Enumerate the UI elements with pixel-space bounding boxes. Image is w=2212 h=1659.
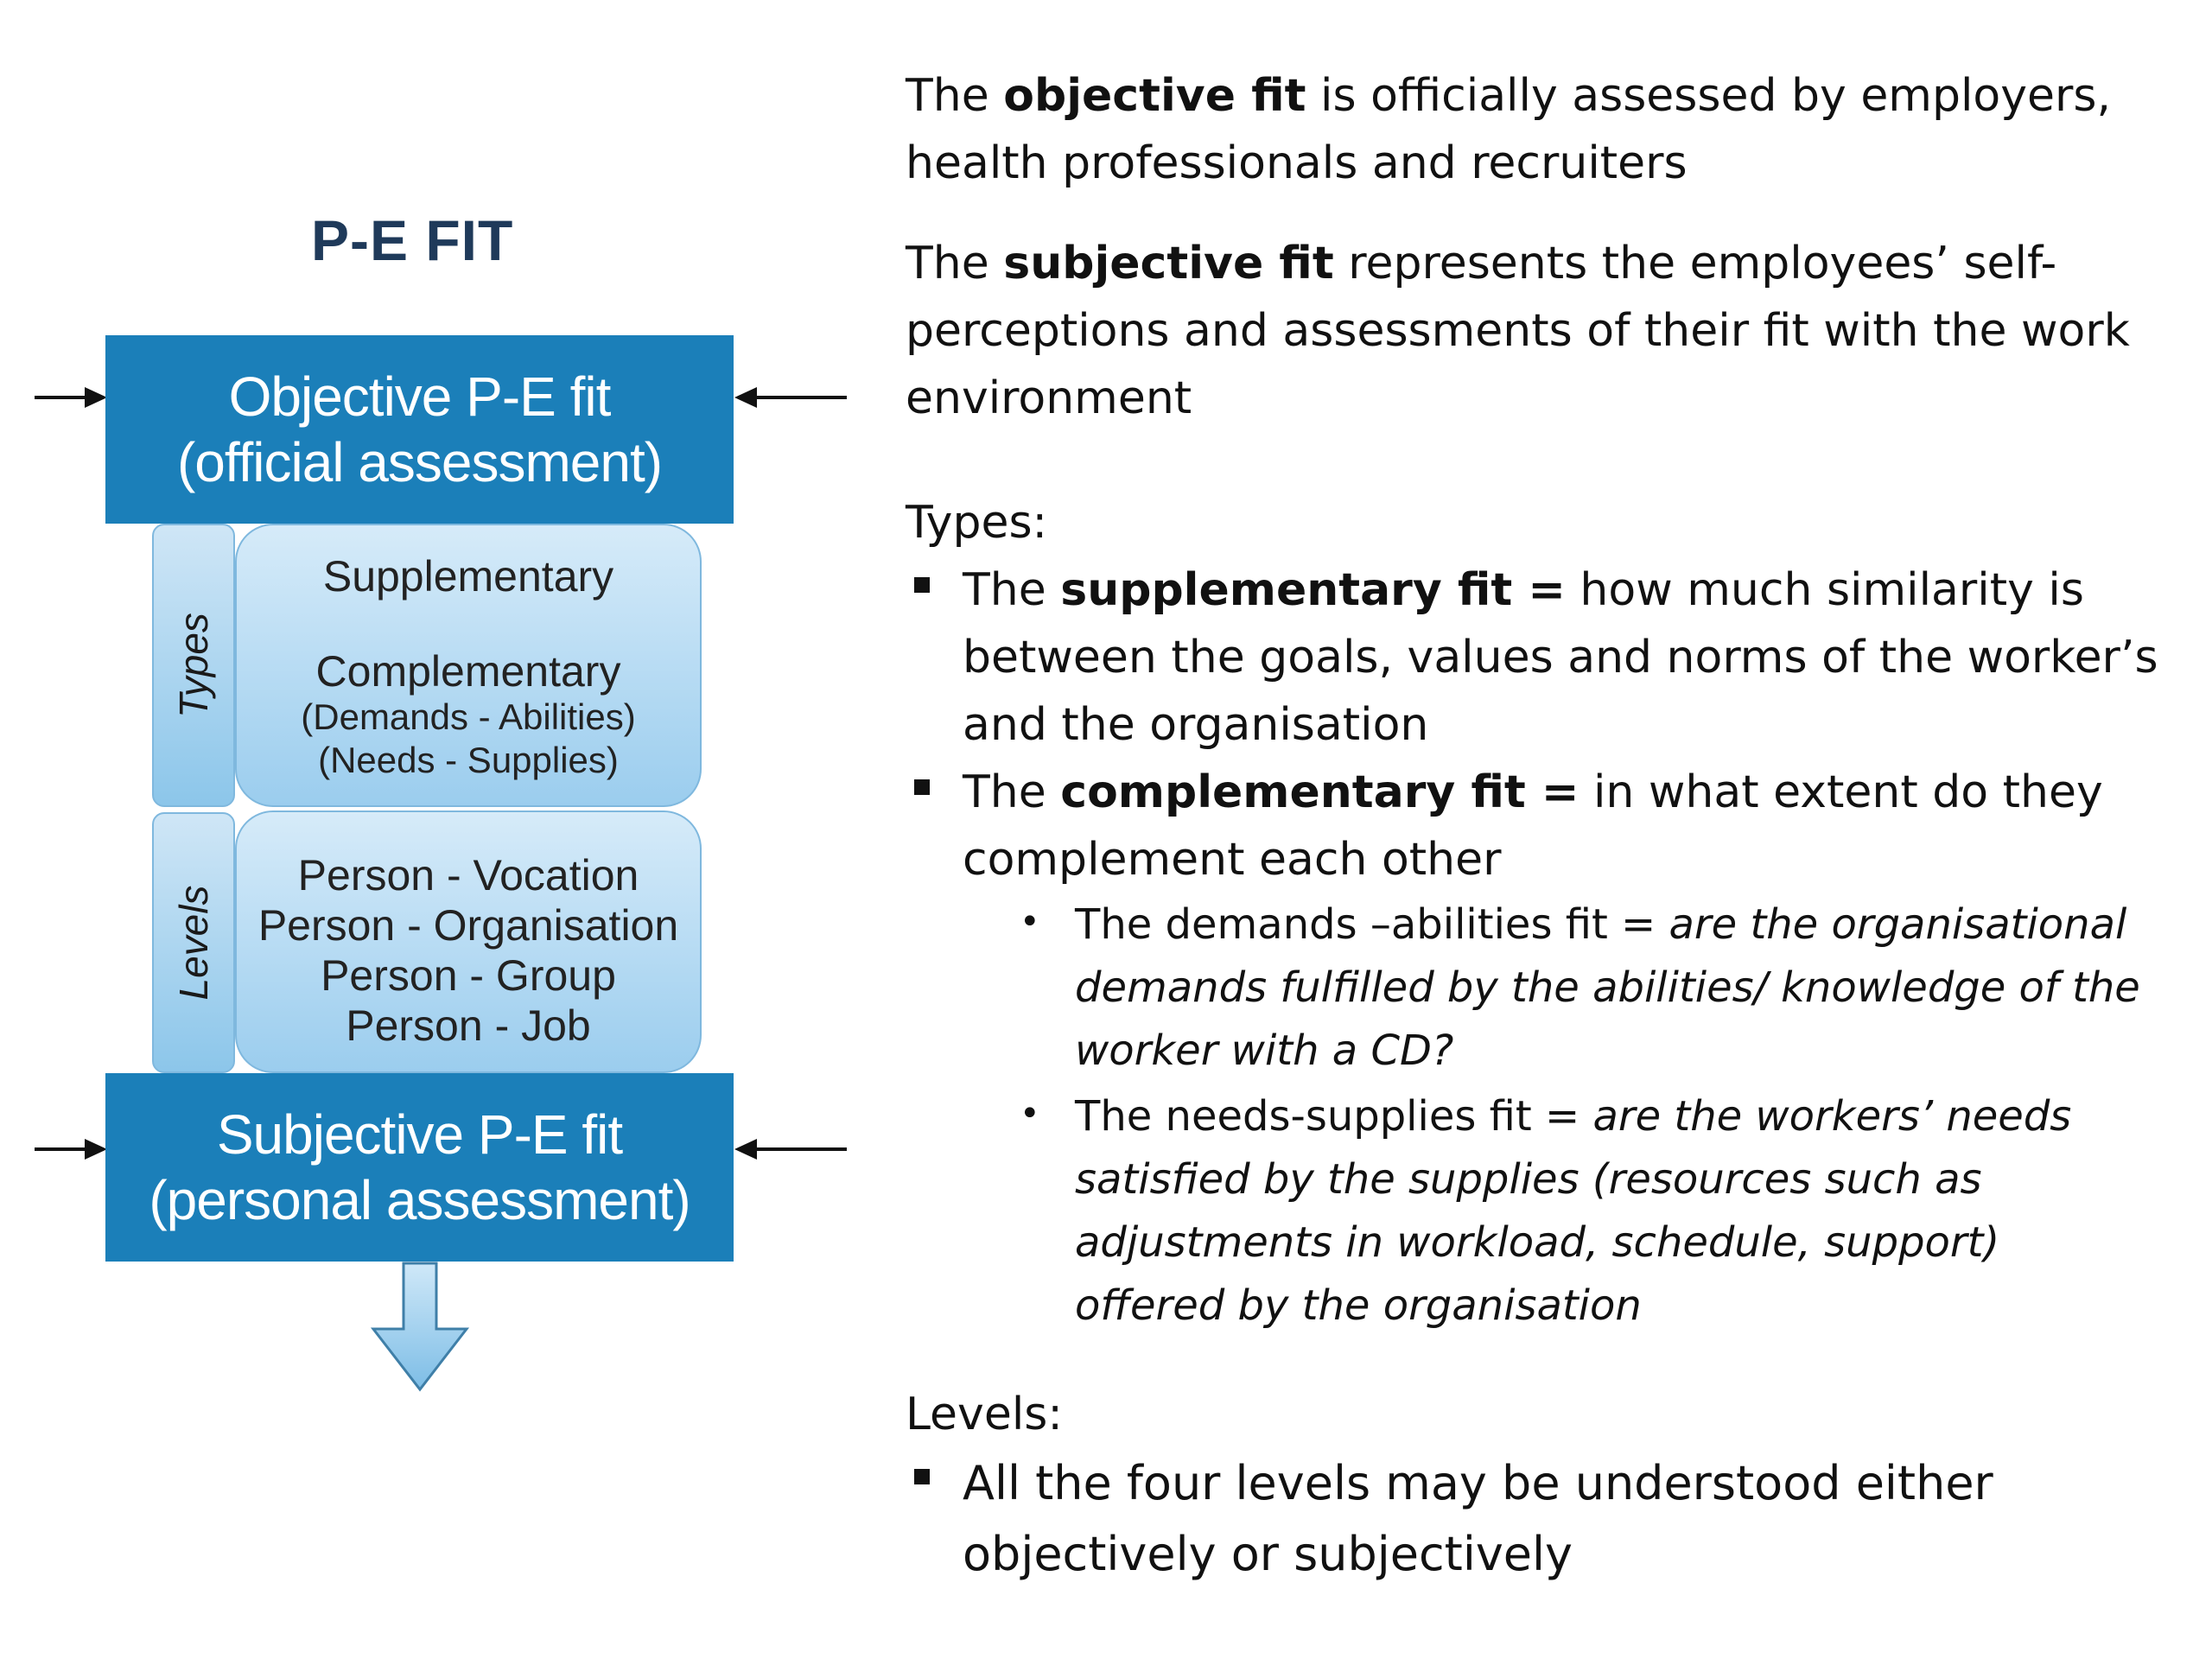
bullet-dot: • [1020,902,1040,942]
right-arrow-subjective [752,1147,847,1151]
level-item: Person - Organisation [257,901,679,950]
types-heading: Types: [906,497,1048,549]
subjective-fit-box: Subjective P-E fit (personal assessment) [105,1073,734,1262]
types-demands-abilities: (Demands - Abilities) [301,696,636,737]
level-item: Person - Job [346,1001,591,1050]
bullet-square [914,1469,930,1484]
types-tab: Types [152,524,235,807]
subjective-box-line2: (personal assessment) [149,1169,690,1231]
levels-tab: Levels [152,812,235,1073]
levels-heading: Levels: [906,1389,1063,1440]
supplementary-bullet: The supplementary fit = how much similar… [963,564,2158,751]
objective-fit-term: objective fit [1003,70,1306,122]
left-arrow-subjective-head [85,1139,107,1160]
objective-box-line2: (official assessment) [176,431,663,493]
complementary-bullet: The complementary fit = in what extent d… [963,766,2103,886]
right-arrow-objective [752,396,847,399]
level-item: Person - Group [321,951,616,1000]
subjective-box-line1: Subjective P-E fit [216,1103,623,1166]
left-arrow-objective [35,396,95,399]
types-supplementary: Supplementary [322,552,614,601]
types-needs-supplies: (Needs - Supplies) [318,740,619,780]
subjective-fit-term: subjective fit [1003,238,1334,289]
needs-supplies-bullet: The needs-supplies fit = are the workers… [1075,1092,2072,1330]
level-item: Person - Vocation [297,851,639,899]
diagram-title: P-E FIT [311,208,514,272]
bullet-dot: • [1020,1094,1040,1134]
explanation-text: The objective fit is officially assessed… [906,0,2202,1659]
subjective-paragraph: The subjective fit represents the employ… [906,238,2130,424]
levels-panel: Person - Vocation Person - Organisation … [235,810,702,1073]
right-arrow-subjective-head [734,1139,757,1160]
types-panel: Supplementary Complementary (Demands - A… [235,524,702,807]
pe-fit-diagram: P-E FIT Objective P-E fit (official asse… [0,0,873,1659]
left-arrow-objective-head [85,387,107,408]
left-arrow-subjective [35,1147,95,1151]
types-tab-label: Types [171,613,216,718]
levels-tab-label: Levels [171,885,216,1001]
objective-paragraph: The objective fit is officially assessed… [906,70,2111,189]
objective-box-line1: Objective P-E fit [228,365,612,428]
down-arrow-icon [370,1262,470,1392]
demands-abilities-bullet: The demands –abilities fit = are the org… [1075,900,2140,1075]
right-arrow-objective-head [734,387,757,408]
types-complementary: Complementary [315,647,621,696]
levels-bullet: All the four levels may be understood ei… [963,1456,1993,1581]
bullet-square [914,577,930,593]
objective-fit-box: Objective P-E fit (official assessment) [105,335,734,524]
bullet-square [914,779,930,795]
